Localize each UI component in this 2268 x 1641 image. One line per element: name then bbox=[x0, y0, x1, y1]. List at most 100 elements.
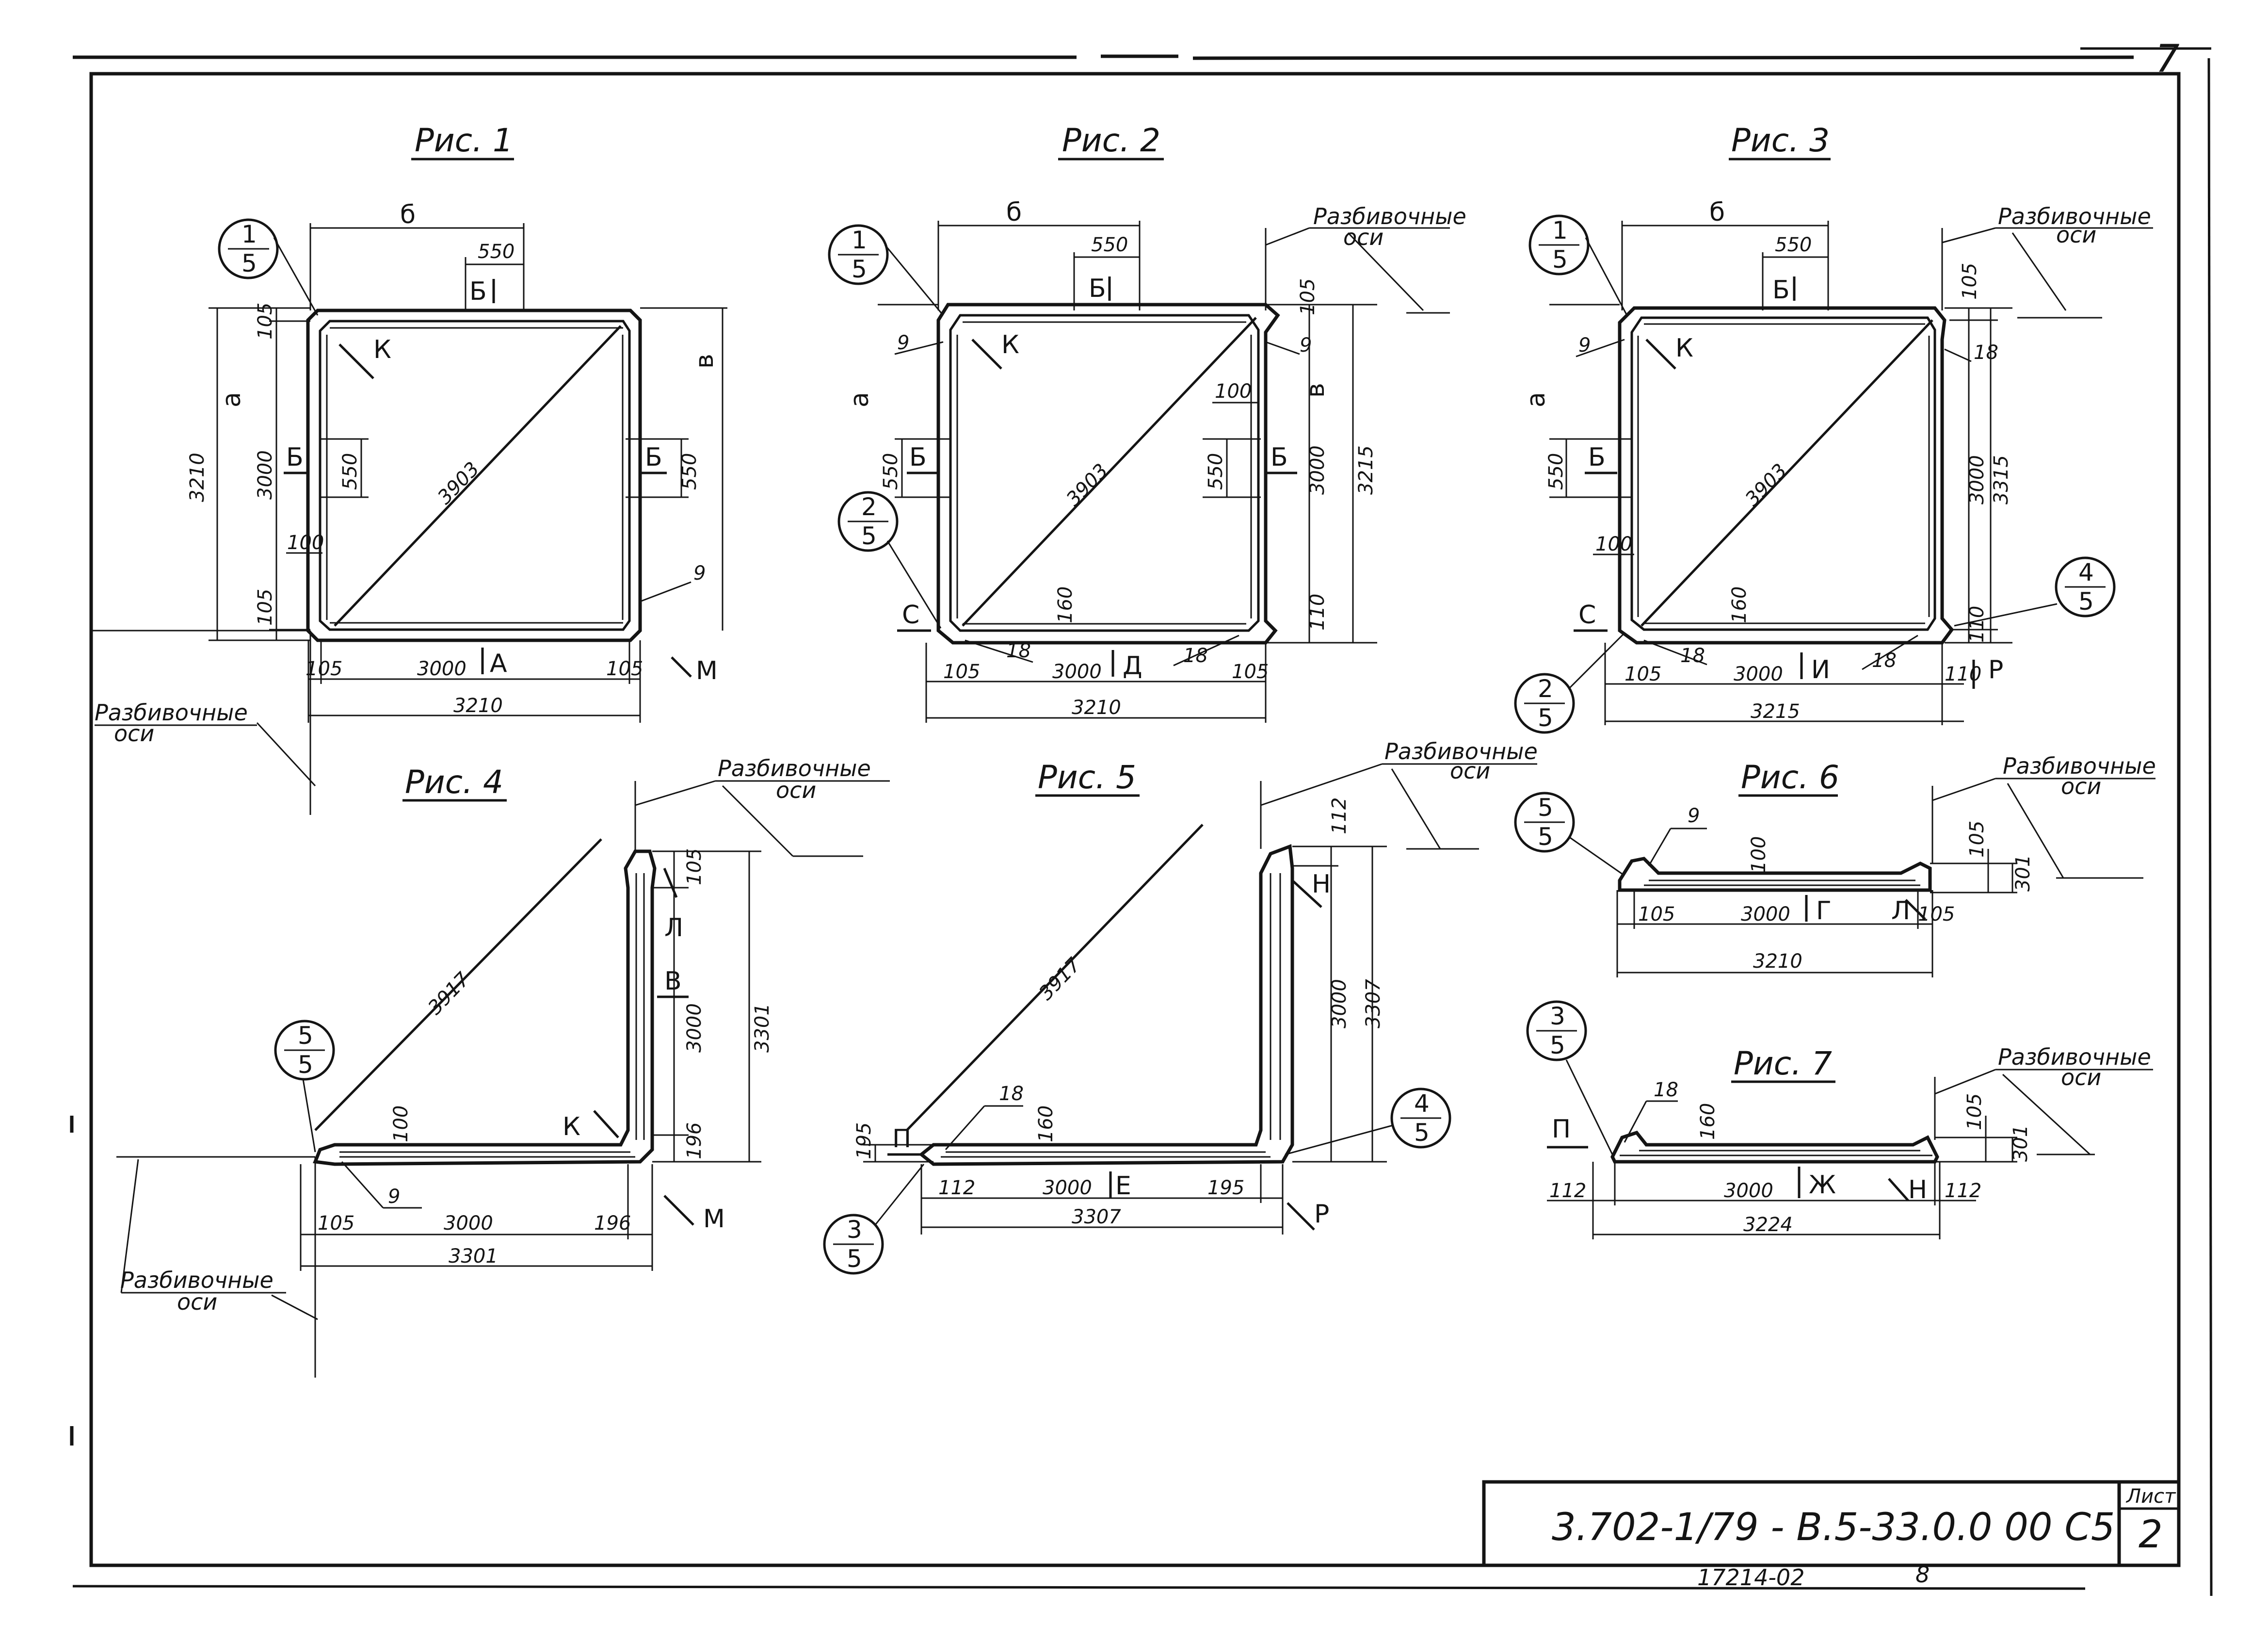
fig6-dim-9: 9 bbox=[1688, 805, 1700, 827]
fig1-dim-3000-bottom: 3000 bbox=[417, 658, 466, 680]
fig2-dim-b: б bbox=[1006, 198, 1022, 227]
fig6-node-callout bbox=[1514, 792, 1575, 853]
fig5-dim-160: 160 bbox=[1035, 1105, 1057, 1142]
fig1-dim-550-top: 550 bbox=[478, 241, 515, 263]
fig5-node4-num: 4 bbox=[1414, 1089, 1430, 1118]
fig2-dim-v: в bbox=[1301, 383, 1330, 398]
fig3-mark-r: Р bbox=[1988, 655, 2003, 684]
fig5-node-callout-4 bbox=[1390, 1088, 1451, 1149]
fig4-axes-label-bottom: Разбивочные bbox=[120, 1267, 273, 1293]
fig7-node-num: 3 bbox=[1550, 1002, 1565, 1030]
fig4-outline bbox=[313, 849, 657, 1166]
fig6-mark-g: Г bbox=[1816, 896, 1832, 926]
fig3-node-callout-4 bbox=[2055, 556, 2116, 617]
fig2-mark-d: Д bbox=[1123, 651, 1142, 681]
fig2-axes-label2: оси bbox=[1343, 224, 1383, 250]
figure-4: Рис. 4 3917 5 5 100 9 105 3000 196 3301 … bbox=[116, 755, 890, 1378]
fig2-node-callout-1 bbox=[828, 224, 889, 285]
fig3-section-b-top: Б bbox=[1772, 276, 1790, 305]
fig6-dim-105-vert: 105 bbox=[1966, 821, 1988, 858]
fig2-dim-105-right: 105 bbox=[1297, 278, 1319, 315]
fig2-node2-den: 5 bbox=[861, 522, 877, 550]
fig4-mark-v: В bbox=[664, 967, 682, 996]
fig4-dim-100: 100 bbox=[390, 1105, 412, 1142]
fig2-section-b-left: Б bbox=[909, 443, 927, 472]
fig1-dim-3210-bottom: 3210 bbox=[453, 695, 503, 717]
corner-number: 7 bbox=[2155, 37, 2180, 81]
fig1-axes-label: Разбивочные bbox=[95, 699, 248, 726]
fig5-dim-3307-right: 3307 bbox=[1362, 979, 1384, 1028]
fig3-dim-100: 100 bbox=[1595, 533, 1632, 555]
fig3-dim-160: 160 bbox=[1728, 586, 1751, 623]
figure-7-title: Рис. 7 bbox=[1734, 1045, 1832, 1082]
sheet-number: 2 bbox=[2139, 1513, 2163, 1557]
fig3-node4-num: 4 bbox=[2078, 558, 2094, 586]
fig1-dim-550-right: 550 bbox=[678, 453, 701, 490]
fig3-node1-den: 5 bbox=[1552, 245, 1568, 274]
fig5-mark-p: П bbox=[892, 1124, 911, 1154]
fig2-dim-3210-bottom: 3210 bbox=[1072, 697, 1121, 719]
fig5-node4-den: 5 bbox=[1414, 1119, 1430, 1147]
fig5-dim-112-bottom: 112 bbox=[938, 1177, 975, 1199]
fig7-dim-112-right: 112 bbox=[1945, 1180, 1981, 1202]
fig5-axes-label: Разбивочные bbox=[1384, 738, 1538, 764]
figure-3: Рис. 3 3903 б 550 Б 1 5 2 5 4 5 bbox=[1514, 122, 2153, 734]
fig3-node2-den: 5 bbox=[1538, 704, 1553, 732]
fig5-dim-195-left: 195 bbox=[853, 1122, 875, 1159]
fig3-dim-3315-right: 3315 bbox=[1990, 455, 2012, 504]
fig1-inner bbox=[319, 320, 631, 631]
fig7-dim-301: 301 bbox=[2010, 1125, 2032, 1162]
fig5-node3-den: 5 bbox=[847, 1245, 862, 1273]
fig2-node-callout-2 bbox=[837, 491, 899, 552]
fig6-outline bbox=[1618, 857, 1932, 892]
fig3-axes-label2: оси bbox=[2056, 222, 2096, 248]
fig3-section-b-left: Б bbox=[1588, 443, 1606, 472]
fig4-node-den: 5 bbox=[298, 1051, 313, 1079]
figure-1: Рис. 1 3903 б 550 Б 1 5 3210 а 105 bbox=[92, 122, 727, 815]
fig6-dim-105-left-bottom: 105 bbox=[1638, 903, 1675, 926]
fig7-axes-label2: оси bbox=[2061, 1064, 2101, 1090]
fig2-mark-k: К bbox=[1001, 330, 1019, 359]
fig6-dim-3000-bottom: 3000 bbox=[1741, 903, 1790, 926]
fig1-diagonal bbox=[334, 325, 622, 627]
fig5-mark-n: Н bbox=[1312, 870, 1331, 899]
fig6-dim-100: 100 bbox=[1748, 836, 1770, 873]
fig4-mark-k: К bbox=[563, 1112, 580, 1141]
fig1-dim-3000-left: 3000 bbox=[254, 450, 276, 500]
fig2-section-b-right: Б bbox=[1271, 443, 1288, 472]
fig3-node4-den: 5 bbox=[2078, 587, 2094, 616]
fig5-mark-e: Е bbox=[1115, 1171, 1131, 1201]
fig3-dim-a: а bbox=[1522, 392, 1551, 407]
fig7-dim-160: 160 bbox=[1697, 1103, 1719, 1140]
fig7-dim-105-vert: 105 bbox=[1963, 1093, 1986, 1130]
fig3-dim-3215-bottom: 3215 bbox=[1751, 700, 1800, 723]
fig4-dim-3000-bottom: 3000 bbox=[444, 1212, 493, 1235]
fig4-dim-196-bottom: 196 bbox=[594, 1212, 631, 1235]
fig1-dim-9: 9 bbox=[693, 562, 706, 585]
archive-suffix: 8 bbox=[1915, 1561, 1930, 1588]
fig3-mark-i: И bbox=[1811, 655, 1830, 684]
fig4-mark-l: Л bbox=[664, 913, 683, 942]
fig2-dim-105-left-bottom: 105 bbox=[943, 661, 980, 683]
fig1-axes-label2: оси bbox=[114, 720, 154, 747]
fig1-dim-105-bottom: 105 bbox=[254, 589, 276, 626]
fig4-axes-label-bottom2: оси bbox=[177, 1289, 217, 1315]
fig7-mark-n: Н bbox=[1908, 1175, 1927, 1204]
fig6-axes-label2: оси bbox=[2061, 773, 2101, 799]
fig1-node-den: 5 bbox=[241, 249, 257, 277]
fig1-section-b-right: Б bbox=[645, 443, 662, 472]
fig5-dim-112-right: 112 bbox=[1328, 797, 1351, 834]
drawing-frame bbox=[70, 47, 2213, 1596]
fig5-mark-r: Р bbox=[1314, 1200, 1329, 1229]
fig5-outline bbox=[918, 844, 1294, 1166]
fig2-dim-18-left: 18 bbox=[1006, 640, 1031, 662]
fig5-dim-195-bottom: 195 bbox=[1207, 1177, 1244, 1199]
figure-5-title: Рис. 5 bbox=[1038, 759, 1136, 796]
fig2-node1-den: 5 bbox=[852, 255, 867, 283]
fig1-mark-k: К bbox=[373, 335, 391, 364]
fig3-dim-550-left: 550 bbox=[1545, 453, 1567, 490]
fig2-node2-num: 2 bbox=[861, 493, 877, 521]
fig5-dim-3307-bottom: 3307 bbox=[1072, 1206, 1121, 1228]
fig3-dim-18-right: 18 bbox=[1974, 341, 1998, 364]
